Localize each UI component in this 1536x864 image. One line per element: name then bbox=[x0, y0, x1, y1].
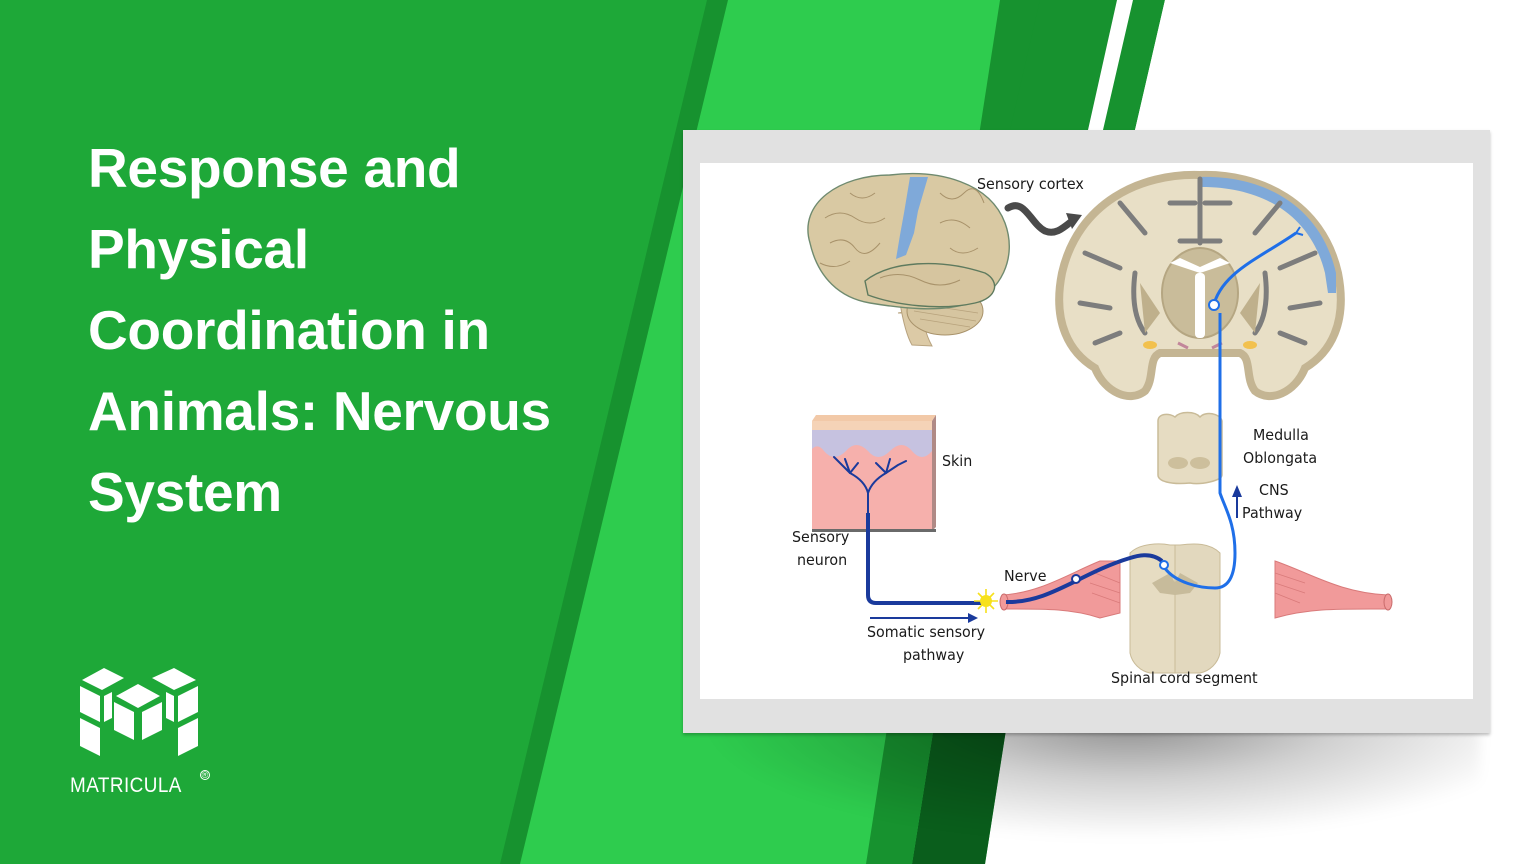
label-nerve: Nerve bbox=[1004, 567, 1047, 585]
label-sensory-cortex: Sensory cortex bbox=[977, 175, 1084, 193]
title-line: System bbox=[88, 461, 282, 523]
nervous-system-diagram bbox=[807, 170, 1393, 674]
coronal-brain-section-icon bbox=[1055, 170, 1345, 400]
matricula-logo: MATRICULA ® bbox=[70, 660, 210, 800]
label-sensory-neuron-1: Sensory bbox=[792, 528, 850, 546]
diagram-canvas: Sensory cortex Skin Sensory neuron Medul… bbox=[700, 163, 1473, 699]
stimulus-spark-icon bbox=[974, 589, 998, 613]
page-title: Response and Physical Coordination in An… bbox=[88, 128, 608, 533]
diagram-frame: Sensory cortex Skin Sensory neuron Medul… bbox=[683, 130, 1490, 733]
brand-name: MATRICULA bbox=[70, 774, 182, 797]
medulla-oblongata-icon bbox=[1157, 411, 1223, 485]
frame-shadow bbox=[700, 720, 1480, 840]
cns-pathway bbox=[1162, 448, 1237, 590]
spinal-cord-segment-icon bbox=[999, 543, 1393, 674]
title-line: Response and bbox=[88, 137, 461, 199]
title-line: Animals: Nervous bbox=[88, 380, 551, 442]
lateral-brain-icon bbox=[807, 172, 1010, 347]
label-somatic-2: pathway bbox=[903, 646, 965, 664]
label-sensory-neuron-2: neuron bbox=[797, 551, 848, 569]
label-medulla-1: Medulla bbox=[1253, 426, 1309, 444]
sensory-neuron-pathway bbox=[866, 513, 990, 605]
registered-mark: ® bbox=[200, 770, 210, 780]
title-line: Physical bbox=[88, 218, 309, 280]
curved-arrow-icon bbox=[1004, 202, 1076, 236]
label-spinal-cord: Spinal cord segment bbox=[1111, 669, 1258, 687]
left-panel bbox=[0, 0, 707, 864]
skin-block-icon bbox=[812, 415, 936, 532]
label-cns-1: CNS bbox=[1259, 481, 1289, 499]
label-cns-2: Pathway bbox=[1242, 504, 1303, 522]
label-somatic-1: Somatic sensory bbox=[867, 623, 986, 641]
label-skin: Skin bbox=[942, 452, 973, 470]
title-line: Coordination in bbox=[88, 299, 490, 361]
cube-logo-icon bbox=[80, 668, 198, 756]
label-medulla-2: Oblongata bbox=[1243, 449, 1318, 467]
